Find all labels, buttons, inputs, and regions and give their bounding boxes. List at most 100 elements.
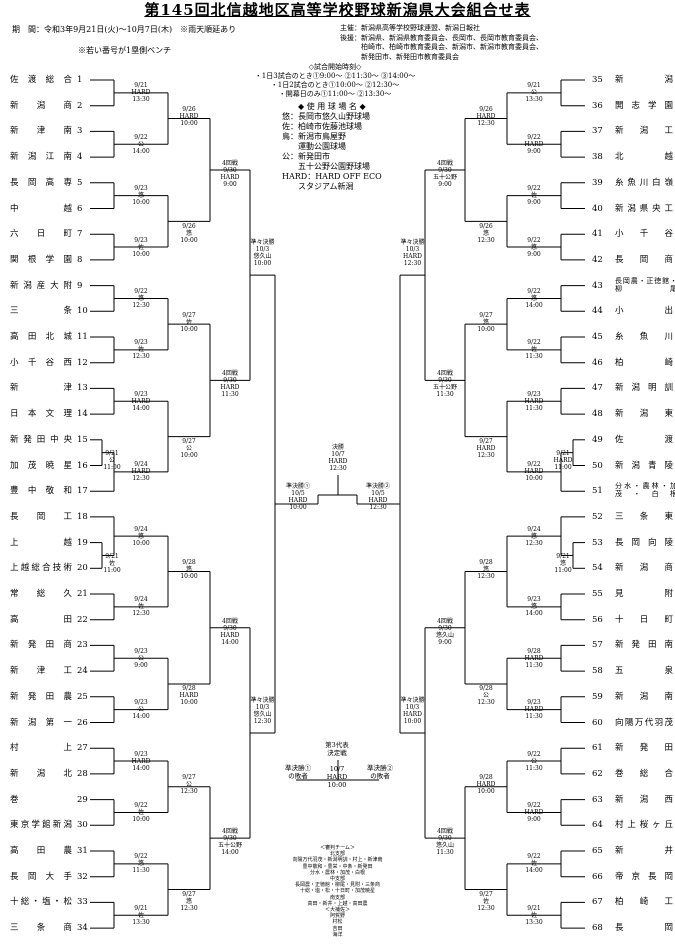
first-round-label: 9/22 佐 11:30 <box>525 339 543 361</box>
fourth-round-label: 4回戦 9/30 五十公野 14:00 <box>217 828 242 857</box>
preliminary-match-label: 9/21 佐 11:00 <box>103 552 121 574</box>
first-round-label: 9/23 悠 14:00 <box>525 596 543 618</box>
team-name: 豊中敬和 <box>10 486 72 497</box>
second-round-label: 9/28 公 12:30 <box>477 685 495 707</box>
team-name: 新潟 <box>615 75 673 85</box>
period-text: 期 間：令和3年9月21日(火)〜10月7日(木) ※雨天順延あり <box>12 25 237 34</box>
second-round-label: 9/27 佐 12:30 <box>477 891 495 913</box>
second-round-label: 9/26 HARD 10:00 <box>179 106 199 128</box>
team-number: 49 <box>592 434 603 445</box>
first-round-label: 9/23 悠 10:00 <box>132 185 150 207</box>
team-number: 63 <box>592 794 603 805</box>
team-name: 上越 <box>10 537 72 548</box>
team-name: 糸魚川白嶺 <box>615 177 673 188</box>
team-name: 上越総合技術 <box>10 563 72 574</box>
first-round-label: 9/28 HARD 11:30 <box>524 647 544 669</box>
first-round-label: 9/22 HARD 10:00 <box>524 461 544 483</box>
team-name: 北越 <box>615 152 673 163</box>
venue-line: 悠：長岡市悠久山野球場 <box>282 112 370 121</box>
team-name: 新潟県央工 <box>615 203 673 214</box>
second-round-label: 9/28 HARD 10:00 <box>179 685 199 707</box>
team-name: 長岡大手 <box>10 871 72 882</box>
team-number: 27 <box>77 743 88 754</box>
team-name: 新潟産大附 <box>10 280 72 291</box>
start-time-line: ・1日3試合のとき①9:00〜 ②11:30〜 ③14:00〜 <box>254 72 416 80</box>
preliminary-match-label: 9/21 HARD 11:00 <box>553 450 573 472</box>
quarterfinal-label: 準々決勝 10/3 悠久山 10:00 <box>250 239 275 268</box>
team-name: 巻総合 <box>615 768 673 779</box>
team-number: 59 <box>592 691 603 702</box>
start-time-line: ◇試合開始時刻◇ <box>308 63 362 71</box>
start-time-line: ・開幕日のみ①11:00〜 ②13:30〜 <box>278 90 392 98</box>
team-number: 12 <box>77 357 88 368</box>
team-name: 見附 <box>615 589 673 599</box>
first-round-label: 9/24 佐 12:30 <box>132 596 150 618</box>
team-entry: 新発田商 23 <box>10 640 90 650</box>
team-name: 新津 <box>10 383 72 394</box>
first-round-label: 9/23 HARD 11:30 <box>524 390 544 412</box>
team-name: 十日町 <box>615 614 673 625</box>
team-name: 新発田農 <box>10 691 72 702</box>
team-number: 7 <box>77 229 83 240</box>
fourth-round-label: 4回戦 9/30 HARD 9:00 <box>220 159 240 188</box>
team-number: 56 <box>592 614 603 625</box>
organizer-line: 主催：新潟県高等学校野球連盟、新潟日報社 <box>340 24 480 32</box>
team-name: 五泉 <box>615 666 673 677</box>
first-round-label: 9/22 公 11:30 <box>525 750 543 772</box>
team-name: 新潟明訓 <box>615 383 673 394</box>
team-name: 中越 <box>10 203 72 214</box>
team-number: 39 <box>592 177 603 188</box>
team-name: 小千谷 <box>615 229 673 240</box>
bench-note: ※若い番号が1塁側ベンチ <box>78 46 172 55</box>
venue-line: HARD：HARD OFF ECO <box>282 172 382 181</box>
team-name: 新発田商 <box>10 640 72 651</box>
team-number: 53 <box>592 537 603 548</box>
second-round-label: 9/26 HARD 12:30 <box>476 106 496 128</box>
team-name: 新津南 <box>10 126 72 137</box>
team-name: 分水・農林・加茂・白根 <box>615 482 675 499</box>
venue-line: 公：新発田市 <box>282 152 330 161</box>
preliminary-match-label: 9/21 公 11:00 <box>103 450 121 472</box>
fourth-round-label: 4回戦 9/30 HARD 14:00 <box>220 617 240 646</box>
organizer-line: 柏崎市、柏崎市教育委員会、新潟市、新潟市教育委員会、 <box>340 43 543 51</box>
team-number: 1 <box>77 75 83 85</box>
team-number: 34 <box>77 923 88 934</box>
team-number: 66 <box>592 871 603 882</box>
team-name: 佐渡総合 <box>10 75 72 85</box>
team-entry: 佐渡総合 1 <box>10 75 90 85</box>
team-number: 18 <box>77 511 88 522</box>
team-name: 新潟青陵 <box>615 460 673 471</box>
first-round-label: 9/24 悠 12:30 <box>525 525 543 547</box>
team-name: 三条東 <box>615 511 673 522</box>
team-number: 23 <box>77 640 88 651</box>
team-number: 15 <box>77 434 88 445</box>
organizer-line: 新発田市、新発田市教育委員会 <box>340 52 459 61</box>
loser-right-label: 準決勝② の敗者 <box>367 764 393 780</box>
second-round-label: 9/27 HARD 12:30 <box>476 438 496 460</box>
quarterfinal-label: 準々決勝 10/3 HARD 12:30 <box>400 239 425 268</box>
first-round-label: 9/21 公 13:30 <box>525 82 543 104</box>
team-number: 30 <box>77 820 88 831</box>
team-number: 26 <box>77 717 88 728</box>
second-round-label: 9/26 悠 10:00 <box>180 222 198 244</box>
team-number: 57 <box>592 640 603 651</box>
team-number: 20 <box>77 563 88 574</box>
team-number: 48 <box>592 409 603 420</box>
team-name: 日本文理 <box>10 409 72 420</box>
quarterfinal-label: 準々決勝 10/3 HARD 10:00 <box>400 696 425 725</box>
team-number: 52 <box>592 511 603 522</box>
